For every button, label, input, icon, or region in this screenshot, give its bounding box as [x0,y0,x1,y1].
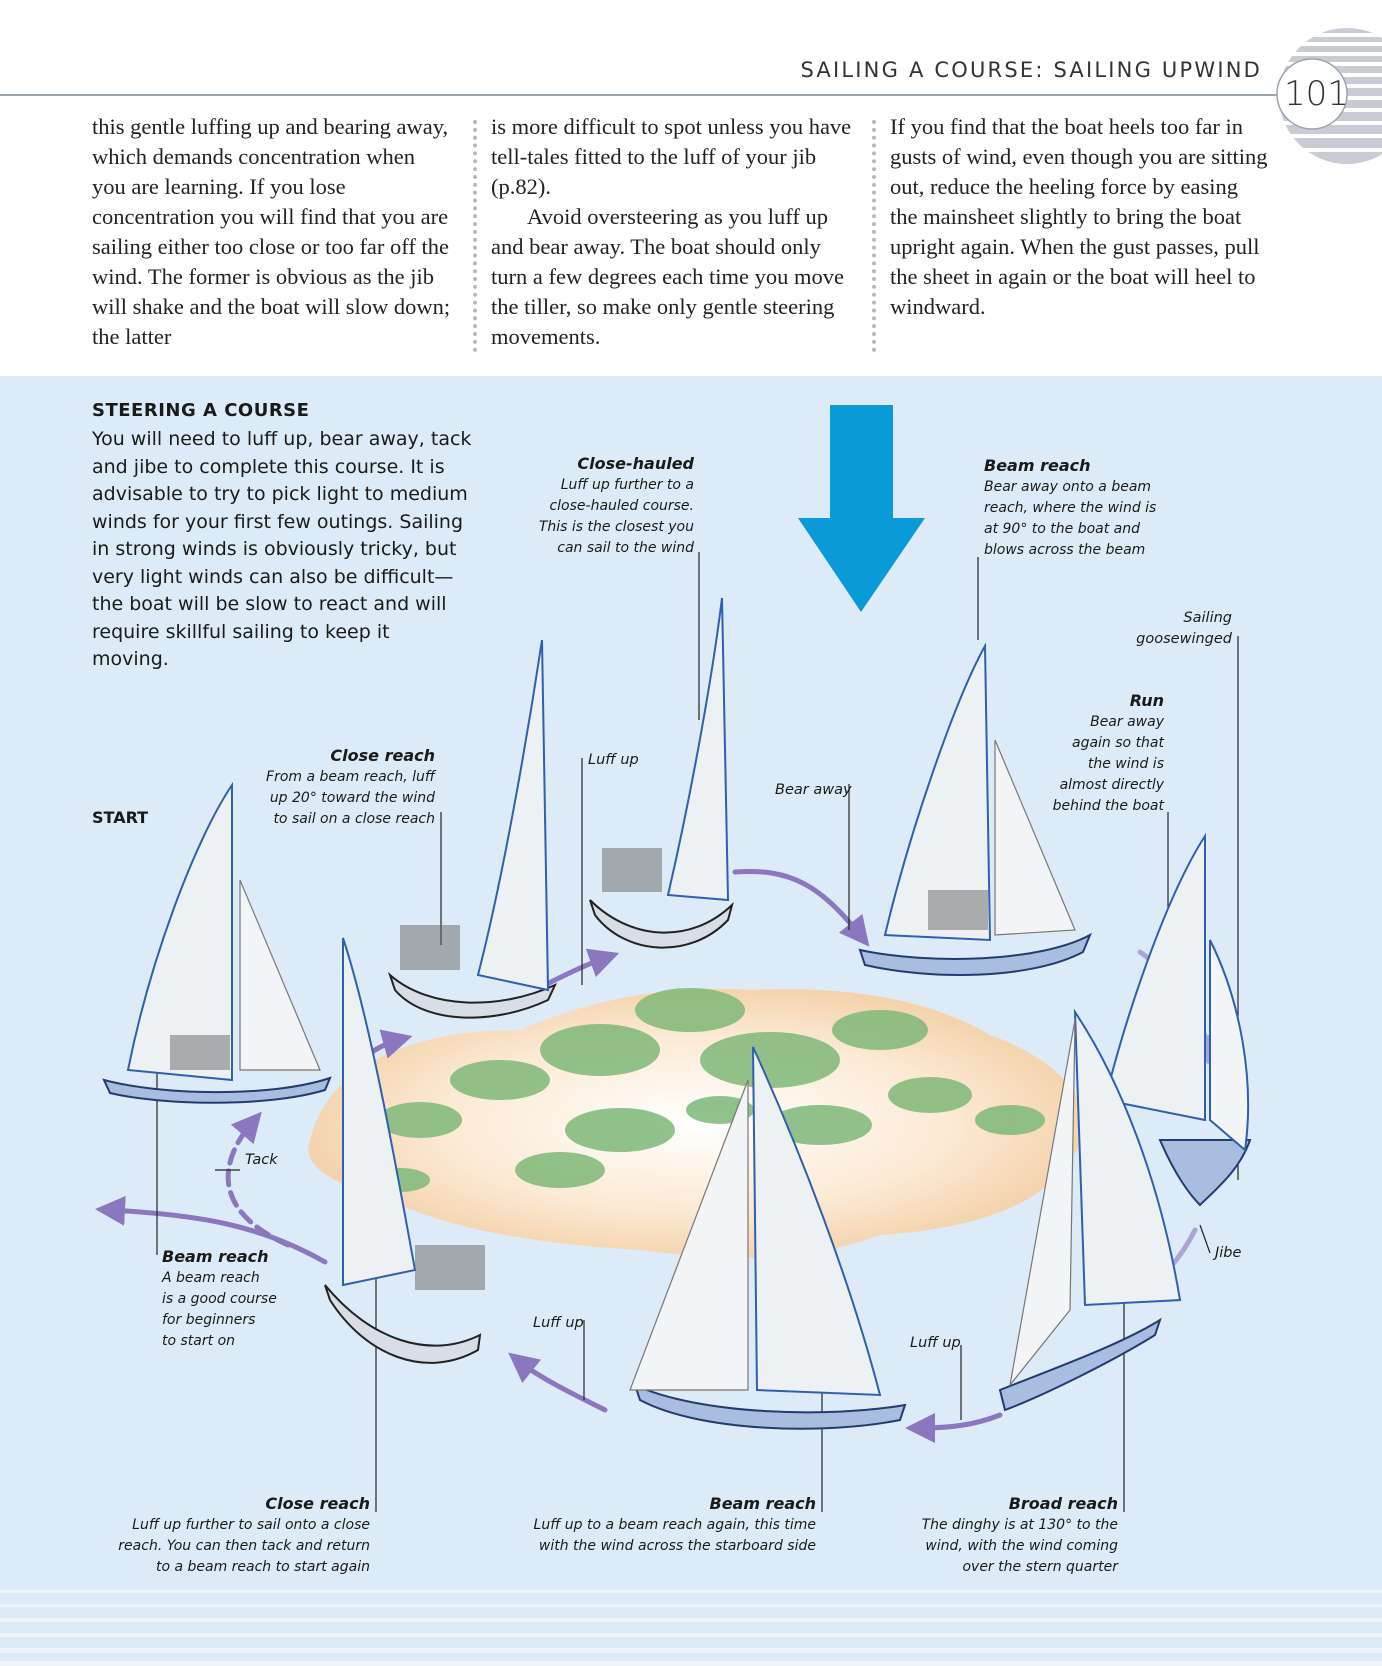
label-title: Beam reach [984,456,1091,475]
label-title: Beam reach [162,1247,269,1266]
start-label: START [92,808,149,827]
steering-diagram [0,376,1382,1666]
label-beam-reach-top: Beam reach Bear away onto a beam reach, … [984,455,1184,561]
label-title: Beam reach [709,1494,817,1513]
boat-broad-reach [998,1008,1182,1412]
label-luff-up: Luff up [533,1315,584,1331]
intro-text: You will need to luff up, bear away, tac… [92,428,472,670]
label-description: A beam reach is a good course for beginn… [162,1270,277,1349]
label-close-reach-top: Close reach From a beam reach, luff up 2… [255,745,435,830]
page-tab-graphic [1276,28,1382,164]
panel-stripes [0,1590,1382,1666]
paragraph: Avoid oversteering as you luff up and be… [491,204,844,349]
text-column-1: this gentle luffing up and bearing away,… [92,112,452,352]
label-description: The dinghy is at 130° to the wind, with … [921,1517,1118,1575]
paragraph: If you find that the boat heels too far … [890,114,1268,319]
label-description: Luff up to a beam reach again, this time… [533,1517,816,1554]
label-description: Bear away again so that the wind is almo… [1052,714,1164,814]
text-column-2: is more difficult to spot unless you hav… [491,112,861,352]
wind-direction-arrow [798,405,925,612]
label-broad-reach: Broad reach The dinghy is at 130° to the… [900,1493,1118,1578]
label-description: Bear away onto a beam reach, where the w… [984,479,1157,558]
paragraph: this gentle luffing up and bearing away,… [92,114,451,349]
label-jibe: Jibe [1215,1245,1242,1261]
label-title: Run [1129,691,1164,710]
boat-start [102,781,332,1104]
text-column-3: If you find that the boat heels too far … [890,112,1270,322]
label-description: Luff up further to a close-hauled course… [538,477,694,556]
label-close-hauled: Close-hauled Luff up further to a close-… [520,453,694,559]
label-beam-reach-bottom: Beam reach Luff up to a beam reach again… [520,1493,816,1557]
label-title: Close-hauled [577,454,694,473]
label-title: Broad reach [1008,1494,1118,1513]
running-head: SAILING A COURSE: SAILING UPWIND [800,58,1262,82]
header-rule [0,94,1300,96]
label-description: From a beam reach, luff up 20° toward th… [266,769,435,827]
boat-close-reach-top [387,639,558,1019]
boat-close-hauled [589,597,734,949]
paragraph: is more difficult to spot unless you hav… [491,114,852,199]
label-bear-away: Bear away [775,782,852,798]
label-title: Close reach [265,1494,370,1513]
label-luff-up: Luff up [910,1335,961,1351]
column-divider [473,120,477,352]
label-luff-up: Luff up [588,752,639,768]
boat-beam-reach-top [858,642,1092,976]
boat-run [1103,832,1252,1207]
label-beam-reach-start: Beam reach A beam reach is a good course… [162,1246,312,1352]
boat-close-reach-bottom [324,937,485,1364]
label-close-reach-bottom: Close reach Luff up further to sail onto… [100,1493,370,1578]
label-run: Run Bear away again so that the wind is … [1040,690,1164,817]
label-tack: Tack [245,1152,278,1168]
label-title: Close reach [330,746,435,765]
column-divider [872,120,876,352]
label-sailing-goosewinged: Sailing goosewinged [1136,610,1232,647]
label-description: Luff up further to sail onto a close rea… [118,1517,370,1575]
diagram-illustration [0,405,1382,1666]
page-number: 101 [1284,74,1349,114]
boat-beam-reach-bottom [629,1046,907,1430]
section-heading: STEERING A COURSE [92,400,310,421]
